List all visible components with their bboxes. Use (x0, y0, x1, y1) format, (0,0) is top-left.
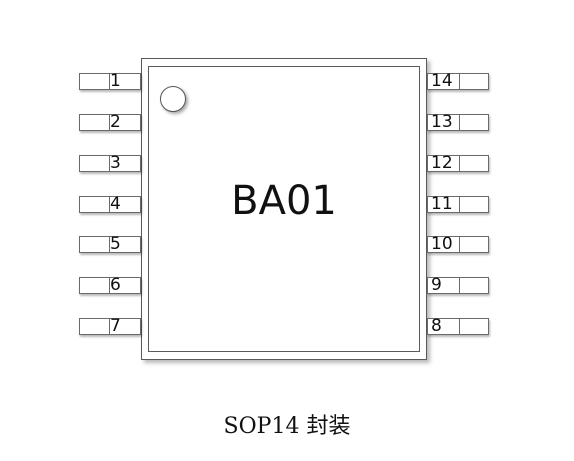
pin1-indicator-icon (160, 86, 186, 112)
pin-right-9: 9 (427, 277, 489, 294)
pin-number: 5 (110, 234, 121, 254)
pin-number: 11 (431, 194, 453, 214)
pin-divider (109, 237, 110, 252)
pin-number: 9 (431, 275, 442, 295)
pin-left-1: 1 (79, 73, 141, 90)
pin-divider (109, 197, 110, 212)
pin-divider (459, 115, 460, 130)
pin-number: 4 (110, 194, 121, 214)
pin-left-3: 3 (79, 155, 141, 172)
chip-inner-border (148, 66, 420, 352)
pin-divider (109, 278, 110, 293)
pin-left-7: 7 (79, 318, 141, 335)
pin-number: 6 (110, 275, 121, 295)
pin-number: 10 (431, 234, 453, 254)
pin-divider (459, 319, 460, 334)
pin-left-6: 6 (79, 277, 141, 294)
pin-right-14: 14 (427, 73, 489, 90)
package-caption: SOP14 封装 (223, 414, 351, 439)
pin-number: 13 (431, 112, 453, 132)
pin-number: 3 (110, 153, 121, 173)
pin-divider (109, 115, 110, 130)
chip-body (141, 58, 427, 360)
pin-divider (109, 156, 110, 171)
pin-number: 1 (110, 71, 121, 91)
pin-divider (109, 319, 110, 334)
pin-divider (459, 74, 460, 89)
pin-number: 8 (431, 316, 442, 336)
pin-divider (459, 156, 460, 171)
pin-right-13: 13 (427, 114, 489, 131)
pin-right-8: 8 (427, 318, 489, 335)
pin-divider (459, 197, 460, 212)
pin-divider (109, 74, 110, 89)
pin-number: 7 (110, 316, 121, 336)
pin-number: 14 (431, 71, 453, 91)
pin-divider (459, 278, 460, 293)
pin-left-2: 2 (79, 114, 141, 131)
pin-divider (459, 237, 460, 252)
chip-label: BA01 (231, 178, 337, 224)
pin-number: 12 (431, 153, 453, 173)
pin-right-10: 10 (427, 236, 489, 253)
pin-right-12: 12 (427, 155, 489, 172)
pin-left-4: 4 (79, 196, 141, 213)
pin-number: 2 (110, 112, 121, 132)
pin-left-5: 5 (79, 236, 141, 253)
pin-right-11: 11 (427, 196, 489, 213)
